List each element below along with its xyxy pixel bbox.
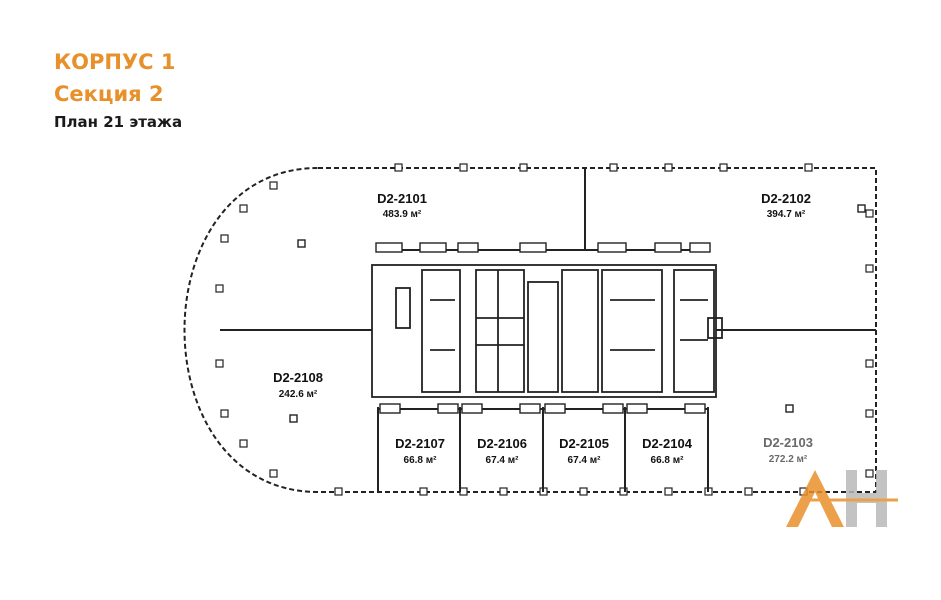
section-title: Секция 2 [54,82,164,106]
svg-text:394.7 м²: 394.7 м² [767,209,806,220]
svg-text:D2-2105: D2-2105 [559,436,609,451]
svg-text:66.8 м²: 66.8 м² [404,455,438,466]
svg-text:D2-2106: D2-2106 [477,436,527,451]
building-outline [183,167,877,493]
unit-label-d2-2103: D2-2103 272.2 м² [763,435,813,465]
svg-text:D2-2108: D2-2108 [273,370,323,385]
svg-text:D2-2104: D2-2104 [642,436,693,451]
unit-label-d2-2101: D2-2101 483.9 м² [377,191,427,220]
unit-label-d2-2106: D2-2106 67.4 м² [477,436,527,466]
ah-logo-watermark [786,470,898,527]
svg-text:D2-2107: D2-2107 [395,436,445,451]
building-title: КОРПУС 1 [54,50,176,74]
bottom-unit-columns [379,403,706,414]
column-blocks [289,204,866,423]
svg-text:D2-2101: D2-2101 [377,191,427,206]
bottom-unit-walls [377,407,709,492]
svg-text:242.6 м²: 242.6 м² [279,389,318,400]
svg-text:483.9 м²: 483.9 м² [383,209,422,220]
floor-plan-title: План 21 этажа [54,113,183,131]
unit-label-d2-2102: D2-2102 394.7 м² [761,191,811,220]
unit-label-d2-2104: D2-2104 66.8 м² [642,436,693,466]
unit-label-d2-2105: D2-2105 67.4 м² [559,436,609,466]
svg-text:D2-2102: D2-2102 [761,191,811,206]
svg-text:66.8 м²: 66.8 м² [651,455,685,466]
window-markers [215,163,874,496]
svg-text:67.4 м²: 67.4 м² [486,455,520,466]
svg-text:67.4 м²: 67.4 м² [568,455,602,466]
unit-label-d2-2108: D2-2108 242.6 м² [273,370,323,400]
unit-label-d2-2107: D2-2107 66.8 м² [395,436,445,466]
building-core [371,264,723,398]
svg-text:D2-2103: D2-2103 [763,435,813,450]
svg-text:272.2 м²: 272.2 м² [769,454,808,465]
